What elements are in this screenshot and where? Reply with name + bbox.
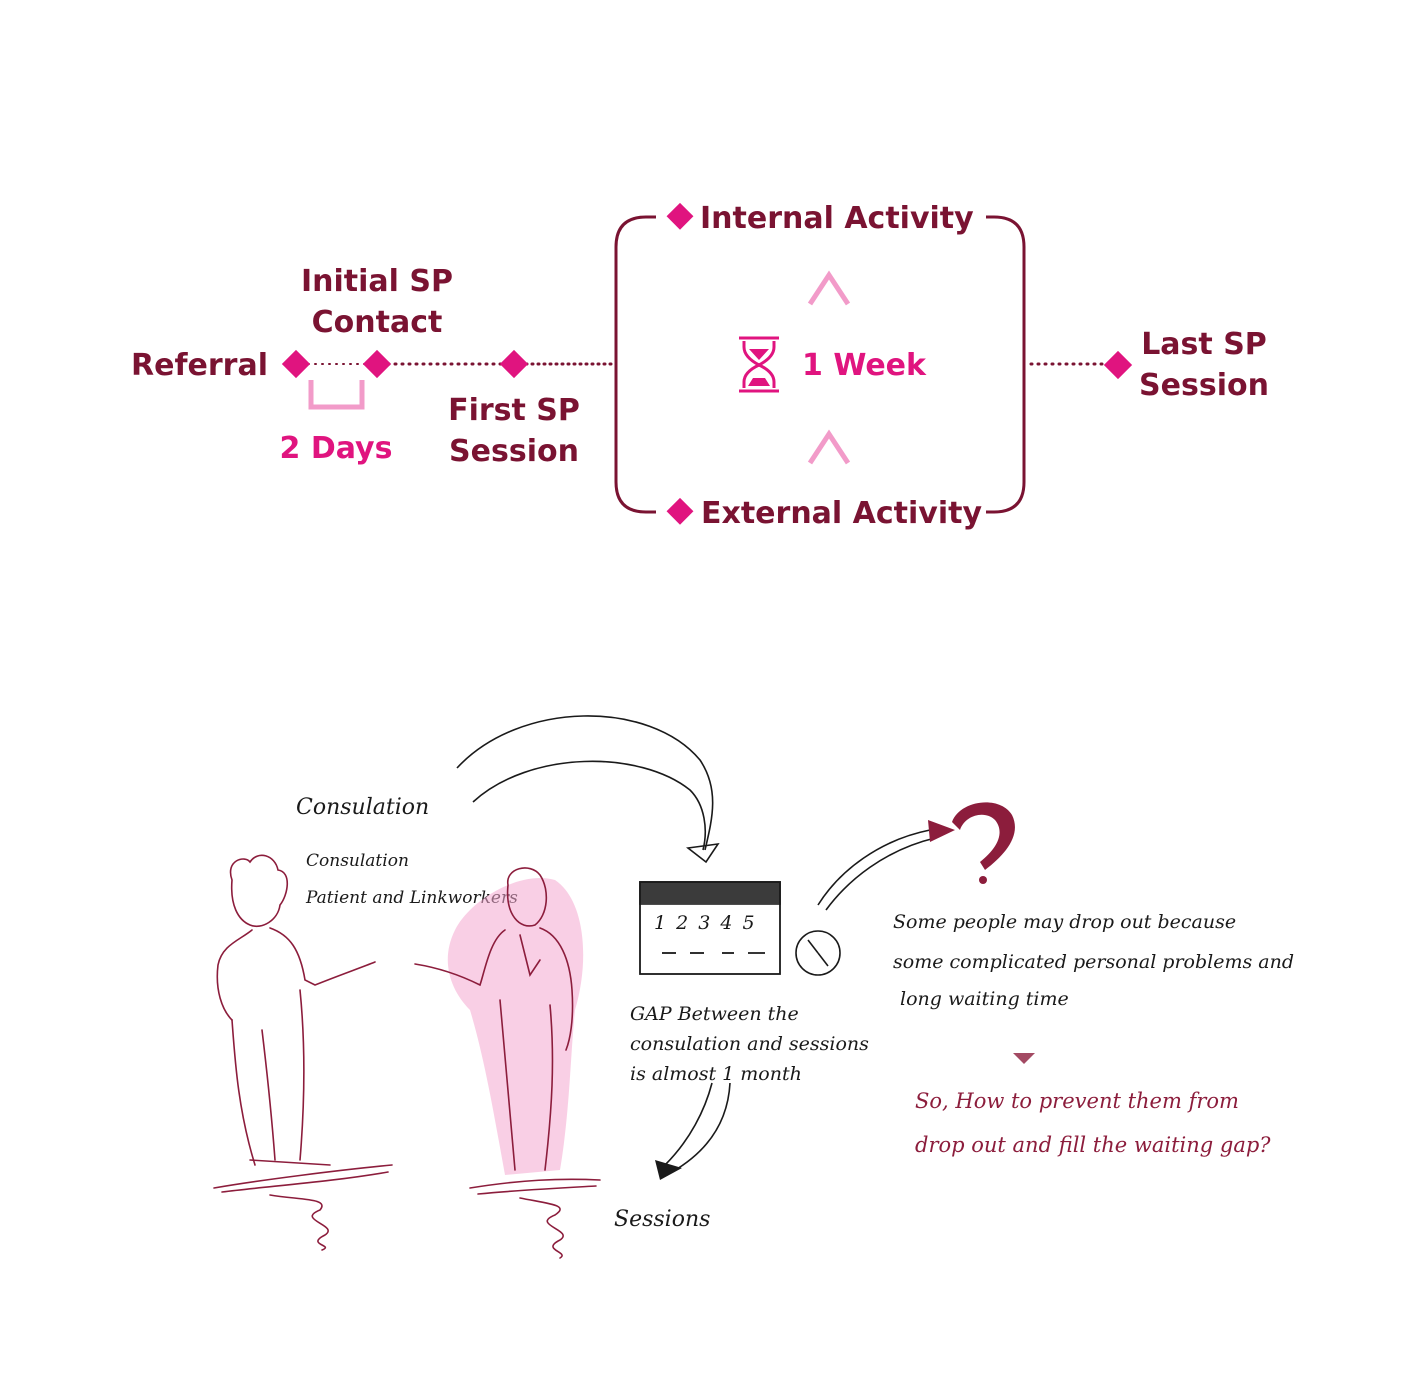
arc-arrow-inner: [472, 760, 706, 851]
loop-right-edge: [986, 215, 1026, 514]
question-mark-icon: [952, 802, 1015, 884]
loop-left-edge: [614, 215, 656, 514]
gap-note-line3: is almost 1 month: [630, 1063, 802, 1085]
calendar-days: 1 2 3 4 5: [654, 912, 757, 934]
internal-activity-label: Internal Activity: [700, 201, 974, 236]
internal-activity-diamond-icon: [666, 202, 694, 230]
gap-bracket-icon: [308, 380, 365, 410]
patient-figure-icon: [213, 854, 393, 1251]
first-session-diamond-icon: [499, 349, 529, 379]
question-note-line1: So, How to prevent them from: [915, 1089, 1239, 1113]
arrow-head-icon: [686, 842, 720, 864]
timeline: Referral Initial SP Contact 2 Days First…: [131, 201, 1269, 531]
chevron-up-icon: [807, 429, 851, 465]
participants-note: Patient and Linkworkers: [305, 888, 518, 908]
referral-diamond-icon: [281, 349, 311, 379]
consultation-title: Consulation: [296, 795, 429, 820]
dropout-note-line3: long waiting time: [900, 988, 1069, 1010]
question-note-line2: drop out and fill the waiting gap?: [915, 1133, 1271, 1157]
arrow-head-icon: [928, 820, 955, 842]
clock-icon: [795, 930, 841, 976]
arrow-to-question-second: [825, 837, 936, 911]
journey-sketch: Consulation Consulation Patient and Link…: [213, 715, 1294, 1259]
activity-loop: Internal Activity External Activity 1 We…: [614, 201, 1026, 531]
arc-arrow-outer: [456, 715, 714, 851]
referral-label: Referral: [131, 348, 268, 383]
calendar-icon: [639, 881, 781, 975]
external-activity-diamond-icon: [666, 497, 694, 525]
arrow-to-question: [817, 829, 931, 906]
external-activity-label: External Activity: [701, 496, 982, 531]
sessions-label: Sessions: [614, 1207, 710, 1232]
last-session-label-line1: Last SP: [1141, 327, 1267, 362]
dropout-note-line2: some complicated personal problems and: [893, 951, 1294, 973]
chevron-up-icon: [807, 270, 851, 306]
initial-contact-label-line2: Contact: [312, 305, 443, 340]
gap-note-line2: consulation and sessions: [630, 1033, 869, 1055]
first-session-label-line1: First SP: [448, 393, 580, 428]
arrow-to-sessions: [664, 1082, 713, 1166]
initial-contact-label-line1: Initial SP: [301, 264, 453, 299]
last-session-label-line2: Session: [1139, 368, 1269, 403]
gap-duration-label: 2 Days: [280, 431, 393, 466]
dropout-note-line1: Some people may drop out because: [893, 911, 1236, 933]
last-session-diamond-icon: [1103, 350, 1133, 380]
gap-note-line1: GAP Between the: [630, 1003, 799, 1025]
link-worker-figure-icon: [414, 867, 601, 1259]
arrow-head-icon: [655, 1160, 682, 1180]
triangle-down-icon: [1013, 1053, 1035, 1064]
arrow-to-sessions-second: [671, 1082, 731, 1173]
consultation-subtitle: Consulation: [306, 851, 409, 871]
first-session-label-line2: Session: [449, 434, 579, 469]
hourglass-icon: [739, 336, 779, 393]
loop-duration-label: 1 Week: [802, 348, 927, 383]
initial-contact-diamond-icon: [362, 349, 392, 379]
